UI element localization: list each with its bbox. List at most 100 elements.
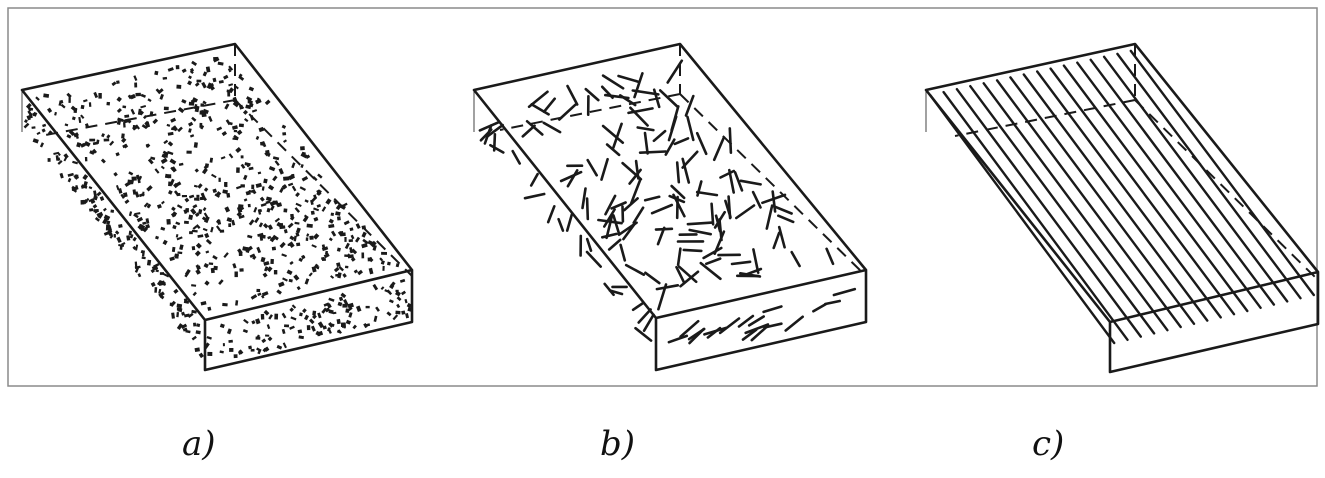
particle: [137, 108, 142, 115]
particle: [306, 233, 310, 237]
particle: [361, 242, 368, 249]
particle: [218, 279, 224, 285]
particle: [80, 184, 87, 189]
particle: [214, 193, 220, 198]
short-fiber: [654, 227, 674, 231]
particle: [301, 255, 306, 259]
particle: [82, 174, 89, 181]
particle: [355, 223, 361, 230]
particle: [234, 271, 238, 278]
particle: [175, 65, 180, 70]
particle: [282, 277, 288, 282]
continuous-fiber: [1035, 70, 1222, 319]
particle: [345, 319, 352, 325]
particle: [289, 261, 294, 266]
short-fiber: [525, 120, 544, 136]
particle: [72, 160, 79, 165]
particle: [126, 118, 132, 124]
short-fiber: [527, 90, 549, 109]
particle: [288, 174, 295, 181]
particle: [309, 235, 314, 240]
particle: [154, 287, 158, 293]
particle: [132, 245, 137, 251]
particle: [134, 265, 141, 269]
particle: [84, 197, 90, 203]
particle: [60, 103, 66, 109]
panel-b-hidden-edges: [499, 44, 867, 277]
particle: [248, 345, 253, 350]
panel-c-outline: [924, 42, 1320, 374]
particle: [211, 173, 217, 179]
particle: [209, 84, 215, 91]
particle: [258, 208, 263, 213]
particle: [260, 202, 267, 207]
particle: [170, 117, 177, 123]
particle: [396, 296, 402, 302]
particle: [159, 88, 164, 93]
particle: [161, 153, 167, 159]
particle: [205, 66, 211, 73]
particle: [122, 192, 128, 198]
particle: [192, 225, 198, 230]
short-fiber: [643, 131, 649, 155]
particle: [200, 301, 207, 306]
particle: [336, 318, 341, 325]
particle: [260, 256, 266, 263]
particle: [218, 177, 221, 182]
short-fiber: [566, 169, 579, 188]
short-fiber: [584, 87, 600, 102]
particle: [232, 263, 237, 269]
short-fiber: [521, 124, 536, 138]
particle: [389, 283, 395, 290]
particle: [202, 71, 208, 77]
particle: [185, 329, 191, 334]
short-fiber: [695, 190, 719, 197]
particle: [287, 182, 294, 187]
particle: [64, 123, 69, 127]
particle: [188, 128, 192, 133]
particle: [171, 211, 178, 217]
particle: [135, 244, 139, 251]
particle: [121, 133, 125, 139]
particle: [316, 265, 320, 270]
particle: [84, 123, 89, 128]
figure-frame: [7, 7, 1318, 387]
particle: [295, 202, 302, 208]
particle: [132, 189, 137, 195]
particle: [47, 158, 51, 162]
particle: [176, 204, 183, 209]
particle: [136, 216, 144, 223]
particle: [188, 214, 194, 220]
short-fiber: [638, 150, 668, 154]
particle: [191, 335, 197, 341]
panel-a-particles: [23, 56, 413, 359]
particle: [242, 328, 249, 334]
particle: [218, 79, 224, 84]
particle: [255, 135, 260, 140]
particle: [279, 222, 284, 228]
particle: [200, 103, 204, 107]
particle: [176, 307, 182, 311]
particle: [231, 125, 238, 130]
particle: [138, 175, 143, 180]
particle: [346, 306, 353, 312]
particle: [219, 323, 225, 329]
particle: [191, 116, 197, 122]
particle: [163, 106, 169, 111]
short-fiber: [719, 169, 736, 179]
particle: [300, 164, 304, 168]
particle: [178, 162, 184, 167]
particle: [336, 216, 341, 221]
particle: [93, 91, 99, 99]
continuous-fiber: [1076, 61, 1262, 309]
particle: [312, 310, 317, 316]
particle: [197, 183, 203, 189]
particle: [313, 216, 319, 222]
particle: [135, 124, 141, 130]
short-fiber: [672, 193, 686, 218]
particle: [169, 300, 176, 307]
particle: [66, 92, 72, 99]
particle: [39, 142, 45, 148]
continuous-fiber: [1102, 55, 1289, 303]
short-fiber: [636, 126, 655, 132]
